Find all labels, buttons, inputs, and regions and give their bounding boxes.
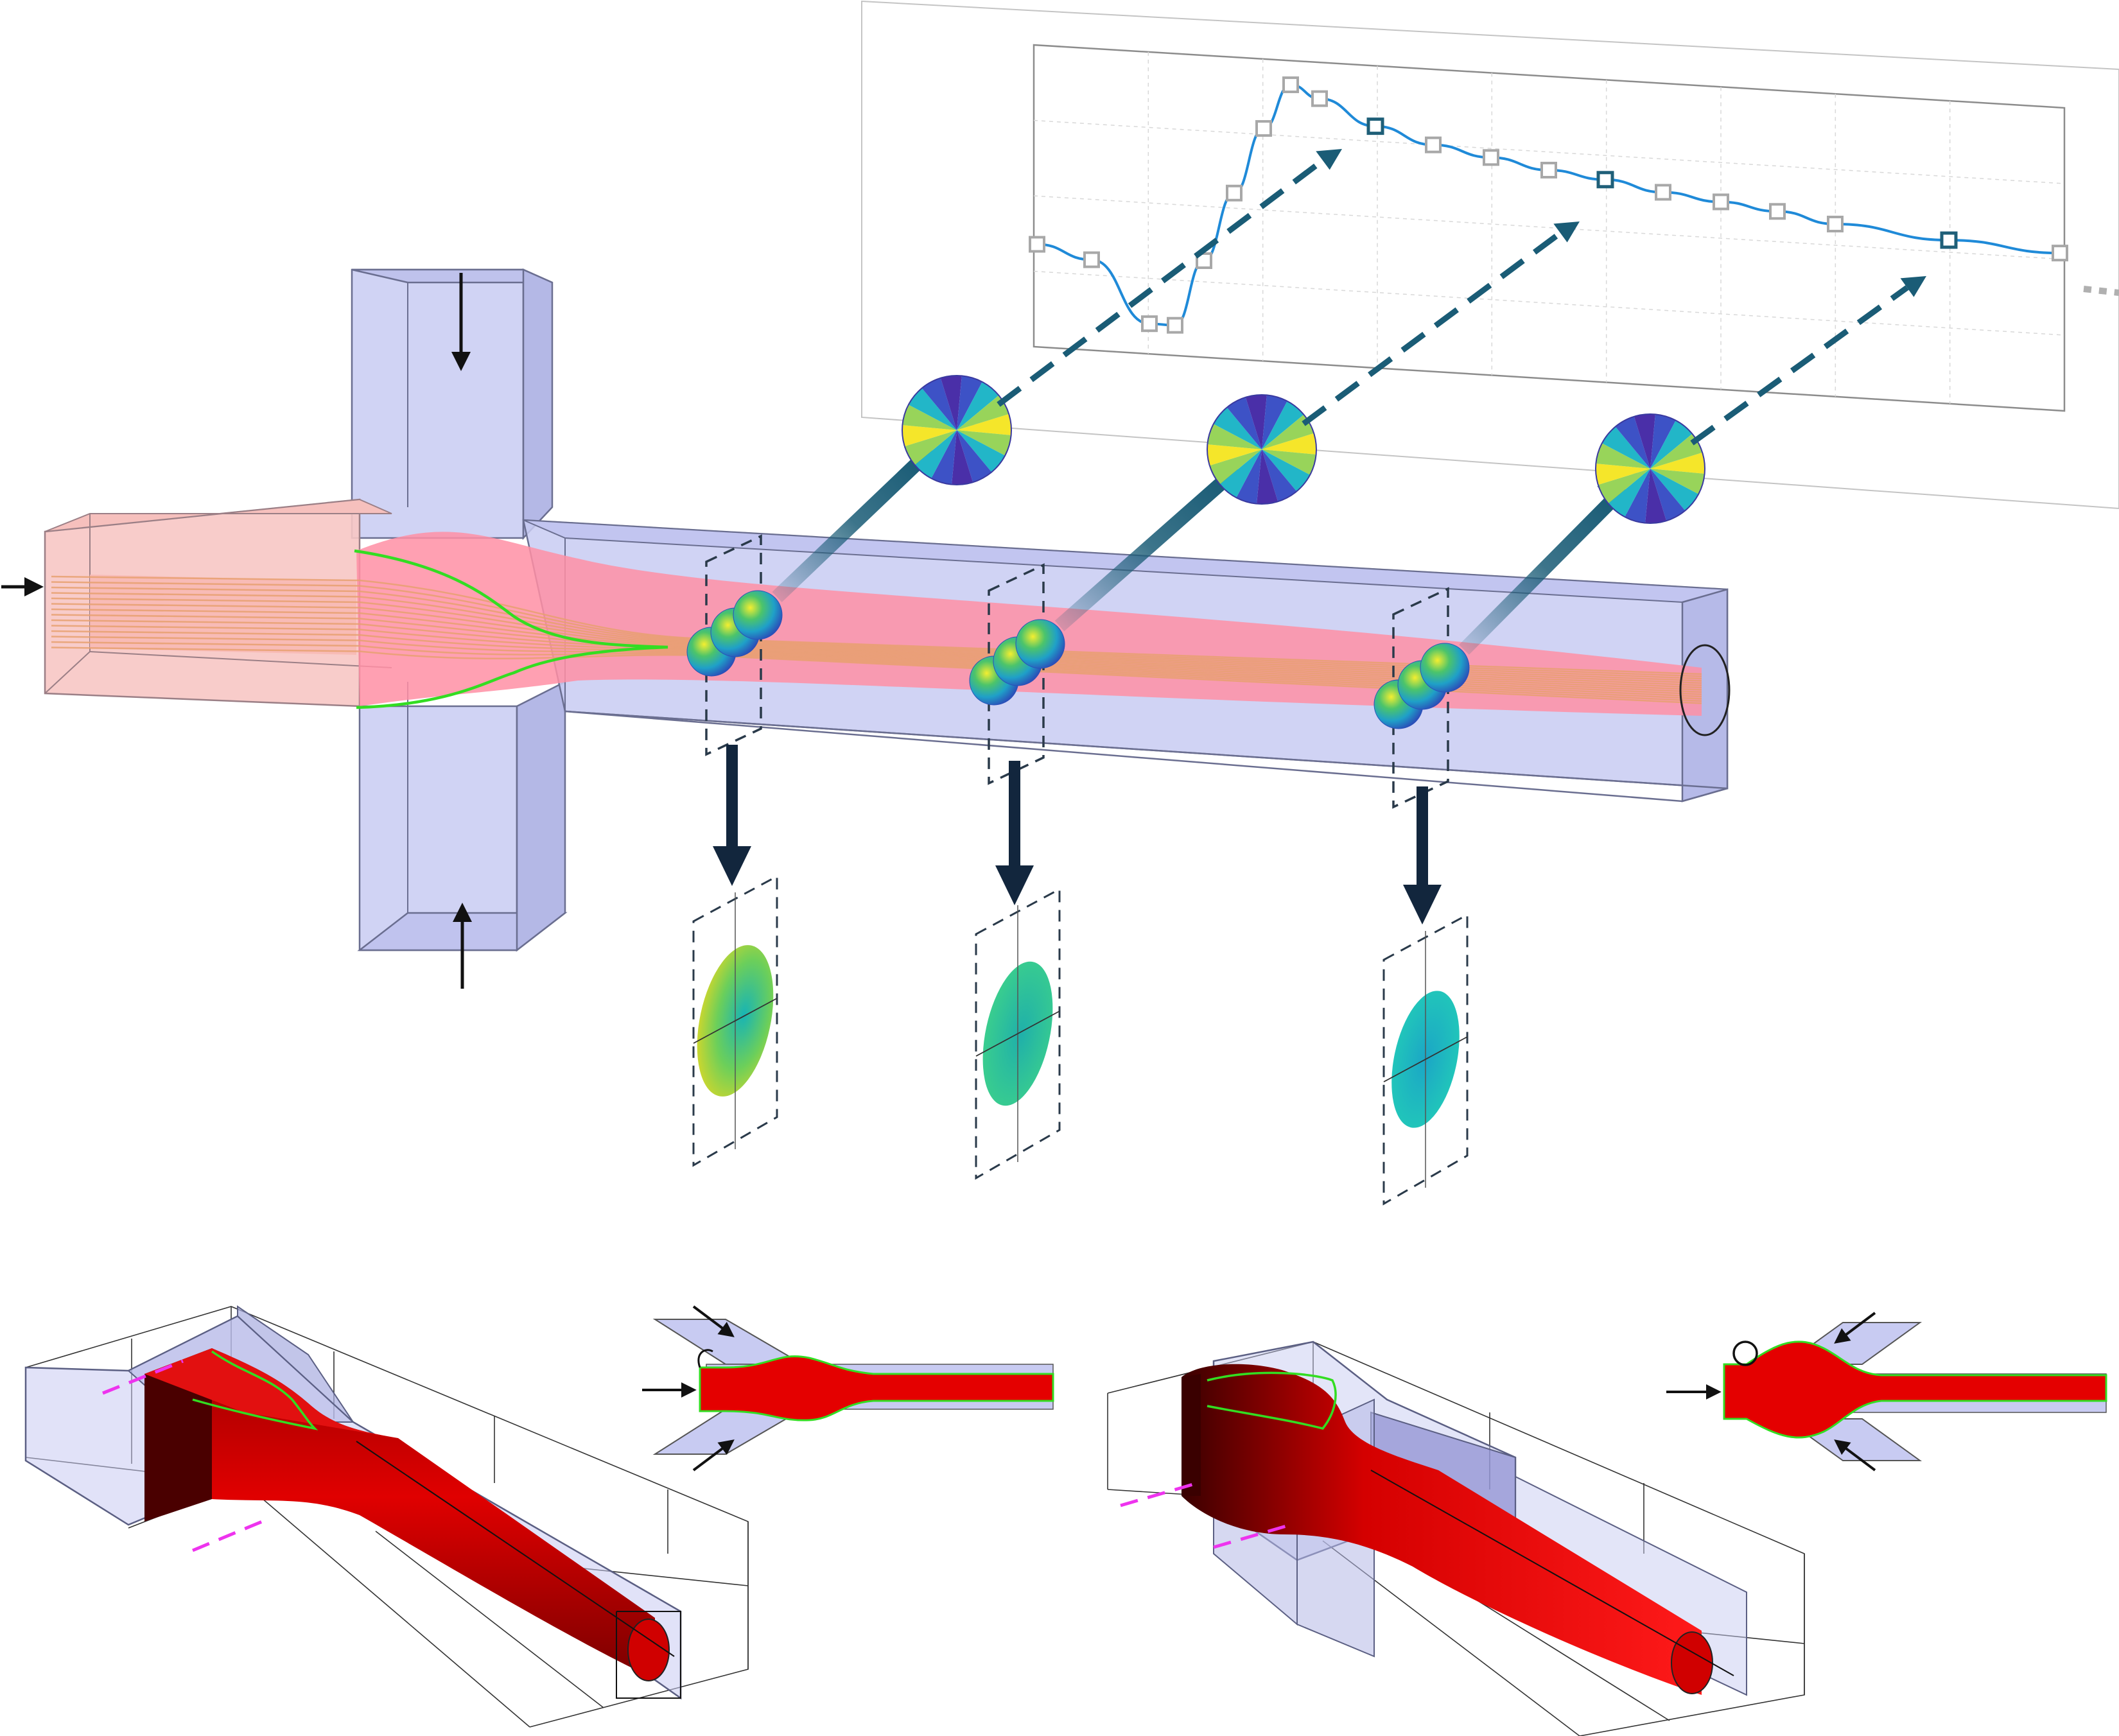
main-channel: [1, 149, 1926, 1206]
bottom-side-inlet: [357, 680, 568, 952]
arrow-icon: [1009, 761, 1020, 867]
arrow-icon: [1834, 1439, 1876, 1471]
arrow-icon: [726, 745, 738, 847]
slice-plane: [988, 563, 1045, 785]
data-point: [2052, 245, 2068, 262]
continuation-dots: [2083, 286, 2119, 296]
red-thread-2: [1182, 1364, 1734, 1695]
station-2: [969, 221, 1580, 1180]
data-point: [1167, 317, 1183, 334]
data-point: [1226, 184, 1243, 202]
station-1: [686, 149, 1342, 1167]
sampling-stations: [686, 149, 1926, 1206]
topview-cylindrical-junction: [1666, 1312, 2107, 1471]
arrow-icon: [692, 1305, 735, 1337]
inflow-arrows: [1, 273, 472, 989]
arrow-icon: [1690, 285, 1909, 446]
arrow-icon: [692, 1439, 735, 1471]
station-3: [1373, 276, 1926, 1206]
orientation-disk: [1207, 394, 1317, 505]
topview-square-junction: [642, 1305, 1054, 1471]
render-square-junction: [24, 1305, 749, 1728]
arrow-icon: [1417, 786, 1428, 886]
data-point: [1083, 251, 1100, 268]
render-cylindrical-junction: [1107, 1341, 1805, 1736]
plot-series: [1029, 76, 2068, 334]
data-point: [1769, 203, 1786, 220]
cross-section-plane: [692, 874, 778, 1167]
interface-contour: [354, 549, 668, 709]
arrow-icon: [1459, 496, 1617, 655]
particle: [733, 590, 783, 640]
data-point: [1713, 193, 1729, 211]
slice-plane: [705, 534, 762, 756]
data-point: [1196, 252, 1212, 270]
slice-plane: [1392, 587, 1449, 809]
data-point: [1940, 231, 1958, 249]
red-thread: [144, 1348, 675, 1681]
data-point: [1425, 136, 1442, 153]
arrow-icon: [1302, 230, 1562, 426]
data-point: [1311, 90, 1328, 107]
plot-grid: [1033, 51, 2065, 404]
data-point: [1483, 149, 1499, 166]
outlet-opening: [1679, 644, 1731, 736]
arrow-icon: [997, 158, 1325, 407]
data-point: [1540, 161, 1557, 178]
data-point: [1827, 215, 1844, 232]
orientation-plot: [861, 0, 2119, 510]
data-point: [1366, 117, 1384, 135]
particle: [1015, 619, 1065, 669]
data-point: [1255, 120, 1272, 137]
data-point: [1029, 236, 1045, 253]
data-point: [1282, 76, 1299, 94]
inlet-markers: [102, 1359, 270, 1552]
top-side-inlet: [351, 268, 554, 541]
series-line: [1036, 83, 2061, 327]
inlet-markers-2: [1120, 1481, 1291, 1549]
data-point: [1655, 184, 1671, 201]
orientation-disk: [902, 375, 1012, 485]
arrow-icon: [1834, 1312, 1876, 1344]
data-point: [1596, 171, 1614, 189]
cross-section-plane: [1382, 913, 1469, 1206]
outlet-box-edges: [616, 1611, 681, 1699]
cross-section-plane: [975, 887, 1061, 1180]
arrow-icon: [1054, 476, 1228, 632]
orientation-disk: [1595, 413, 1705, 524]
particle: [1420, 643, 1470, 693]
data-point: [1141, 315, 1158, 333]
plot-panel: [861, 0, 2119, 510]
arrow-icon: [772, 457, 923, 602]
